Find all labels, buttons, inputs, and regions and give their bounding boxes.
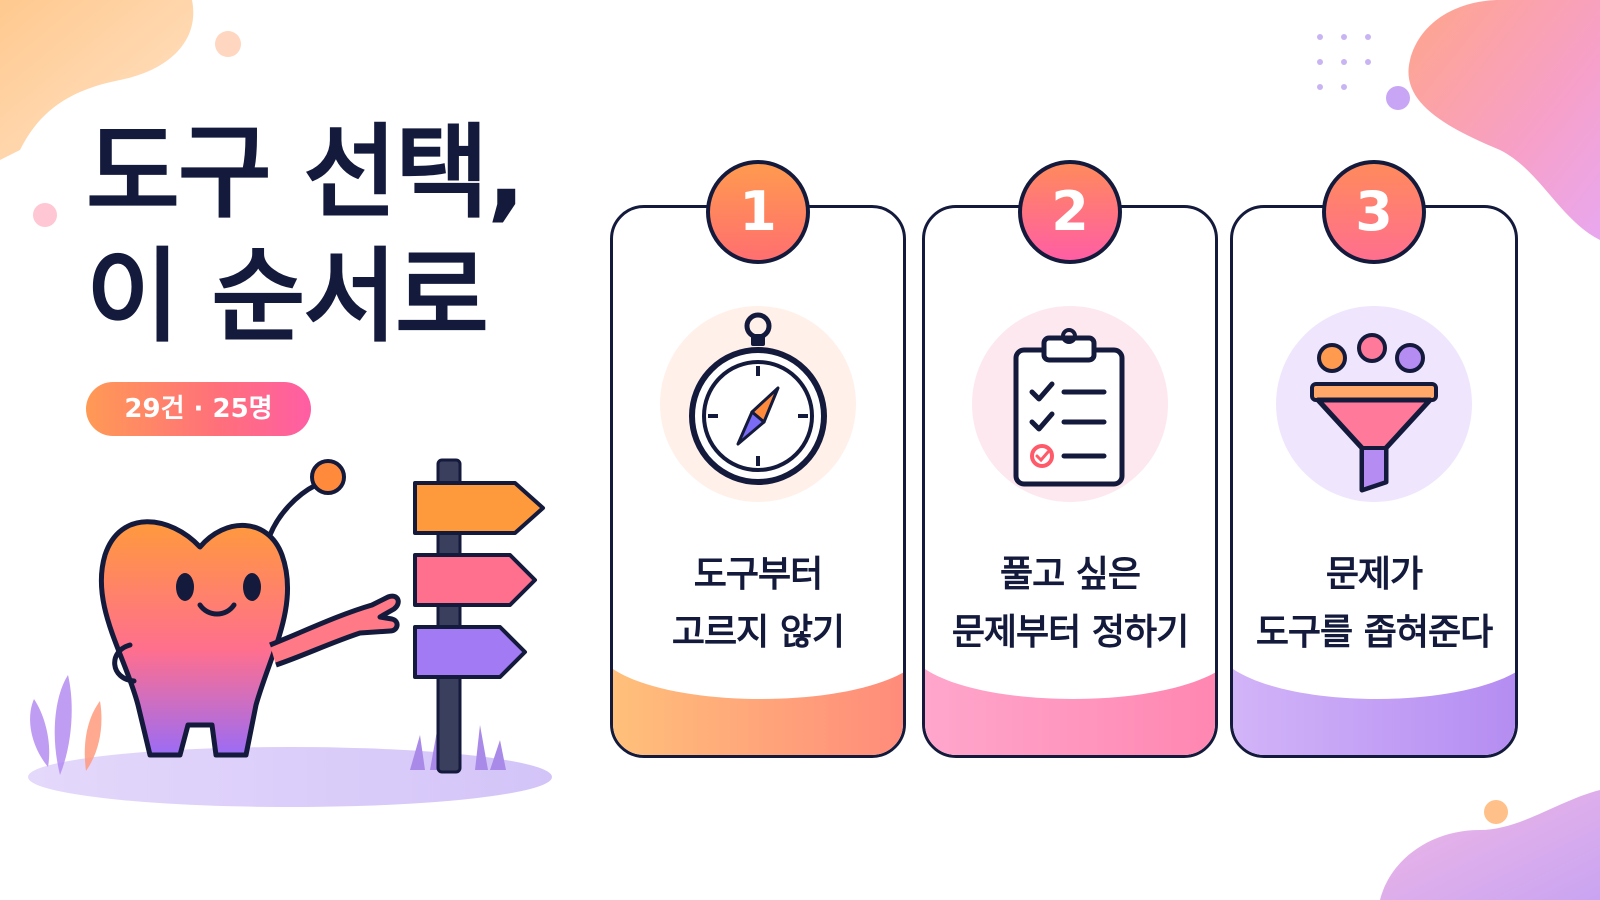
- step-1-number-badge: 1: [706, 160, 810, 264]
- step-card-2: 풀고 싶은 문제부터 정하기: [922, 205, 1218, 758]
- card-1-base: [613, 669, 903, 755]
- card-3-base: [1233, 669, 1515, 755]
- title-line-2: 이 순서로: [86, 238, 489, 357]
- mascot-signpost-illustration: [28, 458, 552, 807]
- funnel-icon: [1276, 306, 1472, 502]
- step-2-line-1: 풀고 싶은: [999, 554, 1141, 595]
- page-title: 도구 선택, 이 순서로: [86, 112, 526, 360]
- step-1-text: 도구부터 고르지 않기: [613, 546, 903, 662]
- card-2-base: [925, 669, 1215, 755]
- step-3-line-1: 문제가: [1325, 554, 1423, 595]
- step-1-line-2: 고르지 않기: [671, 612, 845, 653]
- step-3-line-2: 도구를 좁혀준다: [1255, 612, 1493, 653]
- step-3-text: 문제가 도구를 좁혀준다: [1233, 546, 1515, 662]
- clipboard-checklist-icon: [972, 306, 1168, 502]
- step-card-3: 문제가 도구를 좁혀준다: [1230, 205, 1518, 758]
- title-line-1: 도구 선택,: [86, 114, 526, 233]
- step-1-line-1: 도구부터: [693, 554, 823, 595]
- compass-icon: [660, 306, 856, 502]
- step-2-number-badge: 2: [1018, 160, 1122, 264]
- step-card-1: 도구부터 고르지 않기: [610, 205, 906, 758]
- step-3-number-badge: 3: [1322, 160, 1426, 264]
- step-2-line-2: 문제부터 정하기: [951, 612, 1189, 653]
- stats-badge: 29건 · 25명: [86, 382, 311, 436]
- step-2-text: 풀고 싶은 문제부터 정하기: [925, 546, 1215, 662]
